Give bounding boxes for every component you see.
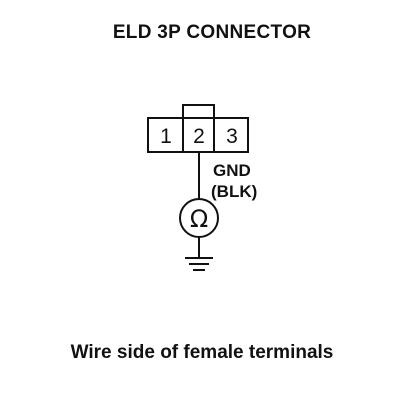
ohm-icon: Ω	[190, 205, 208, 233]
ground-icon	[185, 257, 213, 271]
wire-name-label: GND	[213, 161, 251, 180]
diagram-title: ELD 3P CONNECTOR	[112, 22, 312, 43]
pin-label-3: 3	[226, 125, 238, 148]
pin-label-1: 1	[160, 125, 172, 148]
ohmmeter: Ω	[179, 198, 219, 238]
pin-label-2: 2	[193, 125, 205, 148]
diagram-caption: Wire side of female terminals	[70, 342, 334, 363]
connector	[147, 104, 249, 153]
connector-lock-tab	[182, 104, 215, 119]
wire-color-label: (BLK)	[211, 182, 257, 201]
